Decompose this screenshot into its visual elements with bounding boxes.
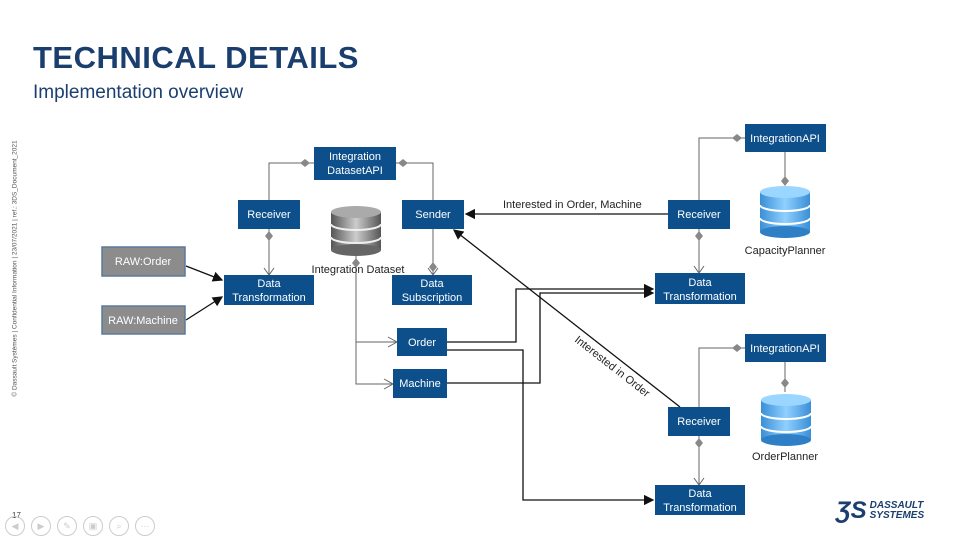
pen-icon[interactable]: ✎ xyxy=(57,516,77,536)
svg-text:Integration: Integration xyxy=(329,151,381,163)
machine-node: Machine xyxy=(393,369,447,398)
order-node: Order xyxy=(397,328,447,356)
slides-icon[interactable]: ▣ xyxy=(83,516,103,536)
edge-label-interested-order: Interested in Order xyxy=(572,334,652,400)
svg-text:Data: Data xyxy=(688,277,712,289)
svg-text:DatasetAPI: DatasetAPI xyxy=(327,165,383,177)
receiver-left-node: Receiver xyxy=(238,200,300,229)
svg-text:Data: Data xyxy=(257,278,281,290)
logo-line1: DASSAULT xyxy=(869,500,924,511)
integration-dataset-label: Integration Dataset xyxy=(312,264,405,276)
svg-text:Receiver: Receiver xyxy=(677,209,721,221)
svg-text:Transformation: Transformation xyxy=(663,291,737,303)
svg-text:Receiver: Receiver xyxy=(677,416,721,428)
svg-text:Subscription: Subscription xyxy=(402,292,463,304)
svg-text:Data: Data xyxy=(420,278,444,290)
zoom-icon[interactable]: ⌕ xyxy=(109,516,129,536)
svg-text:Transformation: Transformation xyxy=(232,292,306,304)
svg-text:RAW:Order: RAW:Order xyxy=(115,256,172,268)
integration-api-bottom-node: IntegrationAPI xyxy=(745,334,826,362)
integration-dataset-database-icon xyxy=(330,206,382,256)
svg-text:Order: Order xyxy=(408,337,436,349)
next-icon[interactable]: ▶ xyxy=(31,516,51,536)
logo-mark-icon: ƷS xyxy=(836,497,867,524)
receiver-top-node: Receiver xyxy=(668,200,730,229)
raw-machine-node: RAW:Machine xyxy=(101,305,186,335)
edge-label-interested-order-machine: Interested in Order, Machine xyxy=(503,199,642,211)
sender-node: Sender xyxy=(402,200,464,229)
svg-text:IntegrationAPI: IntegrationAPI xyxy=(750,343,820,355)
svg-text:IntegrationAPI: IntegrationAPI xyxy=(750,133,820,145)
previous-icon[interactable]: ◀ xyxy=(5,516,25,536)
slide-number: 17 xyxy=(12,511,21,520)
slide-title: TECHNICAL DETAILS xyxy=(33,40,359,75)
svg-text:RAW:Machine: RAW:Machine xyxy=(108,315,178,327)
connectors xyxy=(185,134,789,506)
logo-line2: SYSTEMES xyxy=(869,510,925,521)
svg-text:Sender: Sender xyxy=(415,209,451,221)
receiver-bottom-node: Receiver xyxy=(668,407,730,436)
svg-text:Receiver: Receiver xyxy=(247,209,291,221)
raw-order-node: RAW:Order xyxy=(101,246,186,277)
more-icon[interactable]: ⋯ xyxy=(135,516,155,536)
svg-text:Data: Data xyxy=(688,488,712,500)
slide-subtitle: Implementation overview xyxy=(33,82,244,103)
order-planner-database-icon xyxy=(760,394,812,446)
order-planner-label: OrderPlanner xyxy=(752,451,818,463)
capacity-planner-database-icon xyxy=(759,186,811,238)
capacity-planner-label: CapacityPlanner xyxy=(745,245,826,257)
svg-text:Machine: Machine xyxy=(399,378,441,390)
integration-api-top-node: IntegrationAPI xyxy=(745,124,826,152)
svg-text:Transformation: Transformation xyxy=(663,502,737,514)
presentation-controls: ◀ ▶ ✎ ▣ ⌕ ⋯ xyxy=(5,516,155,536)
